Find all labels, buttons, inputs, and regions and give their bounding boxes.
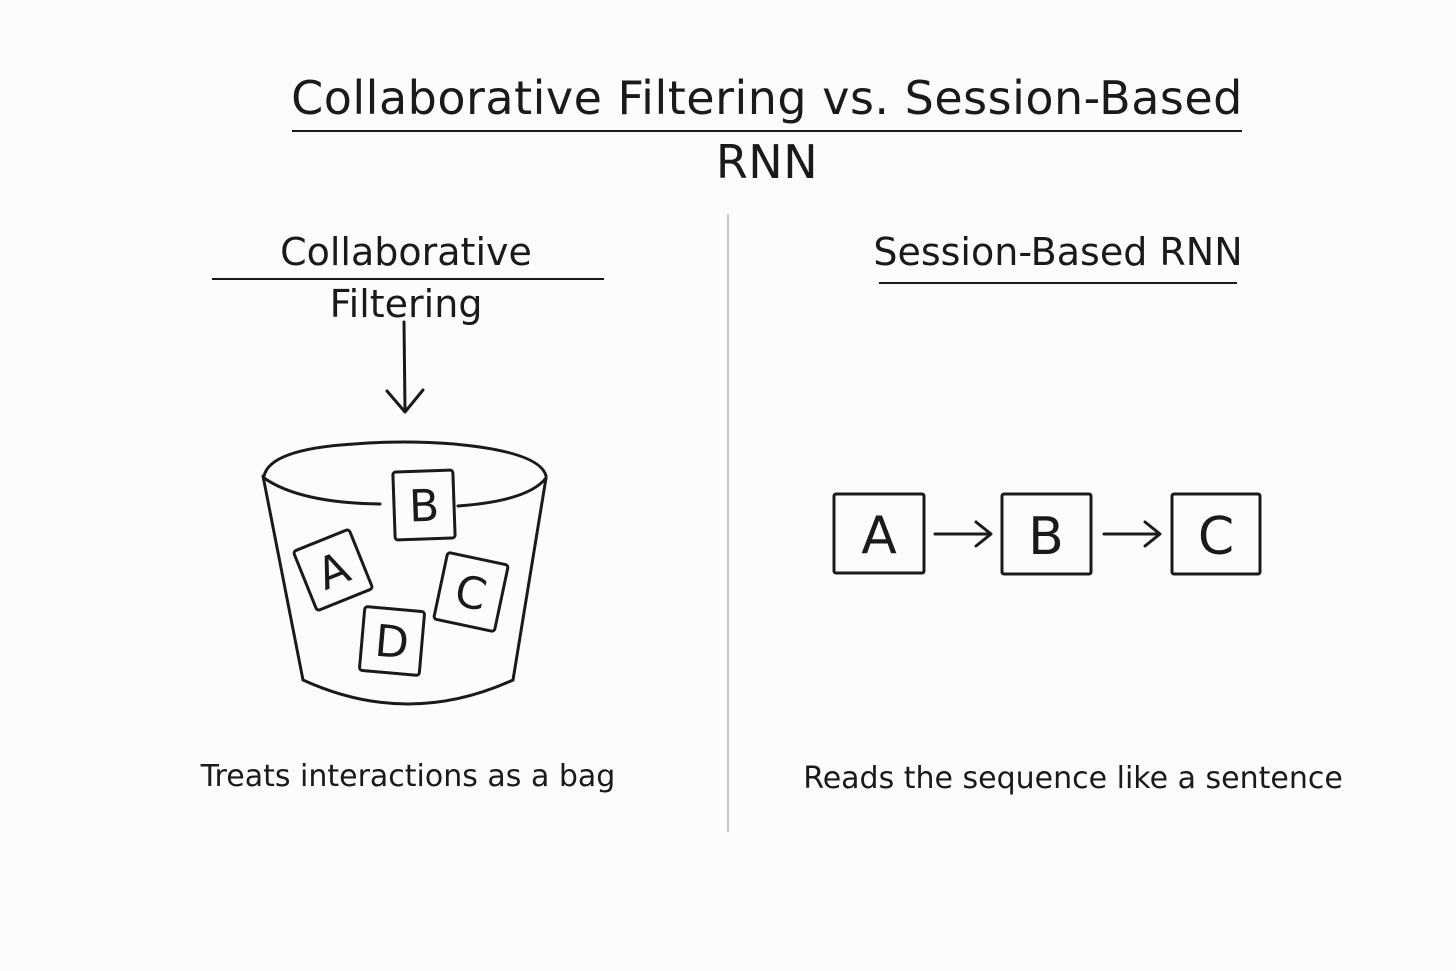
bag-item-b-label: B — [408, 480, 440, 532]
diagram-title: Collaborative Filtering vs. Session-Base… — [291, 71, 1243, 189]
bag-item-b: B — [391, 468, 457, 542]
sequence-arrow-icon — [1102, 520, 1162, 548]
bag-item-c: C — [432, 551, 510, 633]
bag-item-d-label: D — [373, 616, 411, 670]
down-arrow-icon — [385, 320, 425, 414]
right-panel-caption: Reads the sequence like a sentence — [803, 761, 1343, 796]
right-heading-underline — [879, 282, 1237, 284]
sequence-item-a-label: A — [861, 506, 897, 566]
title-underline — [292, 130, 1242, 132]
sequence-item-b: B — [1000, 492, 1093, 576]
bag-item-a: A — [292, 528, 374, 612]
sequence-item-b-label: B — [1028, 507, 1064, 567]
sequence-item-a: A — [832, 492, 926, 575]
right-panel-heading: Session-Based RNN — [873, 230, 1243, 274]
sequence-arrow-icon — [933, 520, 993, 548]
sequence-item-c: C — [1170, 492, 1262, 576]
left-panel-caption: Treats interactions as a bag — [200, 759, 616, 794]
sequence-item-c-label: C — [1198, 507, 1234, 567]
left-panel-heading: Collaborative Filtering — [280, 230, 532, 326]
bag-item-d: D — [358, 605, 426, 677]
left-heading-underline — [212, 278, 604, 280]
bag-icon — [261, 440, 548, 706]
panel-divider — [727, 214, 729, 832]
